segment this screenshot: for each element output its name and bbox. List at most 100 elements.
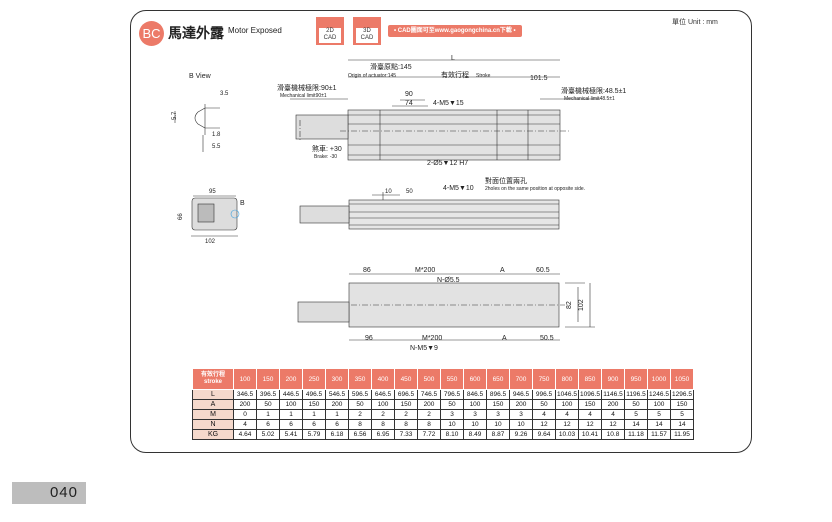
- table-cell: 14: [624, 419, 648, 430]
- content-panel: [130, 10, 752, 453]
- dim-m200-top: M*200: [415, 267, 435, 274]
- cad-2d-label: 2D: [326, 28, 334, 34]
- table-cell: 50: [532, 399, 556, 410]
- table-cell: 5: [624, 409, 648, 420]
- table-cell: 3: [440, 409, 464, 420]
- table-cell: 10: [440, 419, 464, 430]
- table-cell: 5: [647, 409, 671, 420]
- table-cell: 8: [371, 419, 395, 430]
- table-cell: 6: [279, 419, 303, 430]
- brake-en: Brake: -30: [314, 154, 337, 160]
- table-cell: 7.33: [394, 429, 418, 440]
- side-view: 10 50 4-M5▼10 對面位置兩孔 2holes on the same …: [299, 176, 585, 230]
- table-cell: 3: [463, 409, 487, 420]
- dim-m200-bottom: M*200: [422, 335, 442, 342]
- stroke-column-header: 450: [394, 368, 418, 390]
- table-cell: 100: [371, 399, 395, 410]
- table-cell: 10.41: [578, 429, 602, 440]
- table-cell: 7.72: [417, 429, 441, 440]
- stroke-column-header: 1000: [647, 368, 671, 390]
- dim-96: 96: [365, 335, 373, 342]
- table-cell: 50: [624, 399, 648, 410]
- stroke-column-header: 700: [509, 368, 533, 390]
- pin-holes: 2-Ø5▼12 H7: [427, 160, 468, 167]
- table-cell: 1196.5: [624, 389, 648, 400]
- stroke-column-header: 550: [440, 368, 464, 390]
- table-cell: 2: [371, 409, 395, 420]
- table-cell: 996.5: [532, 389, 556, 400]
- table-cell: 4.64: [233, 429, 257, 440]
- table-cell: 1: [279, 409, 303, 420]
- table-cell: 12: [601, 419, 625, 430]
- table-cell: 10.8: [601, 429, 625, 440]
- stroke-column-header: 900: [601, 368, 625, 390]
- stroke-column-header: 200: [279, 368, 303, 390]
- dim-10: 10: [385, 189, 392, 195]
- table-cell: 50: [256, 399, 280, 410]
- table-cell: 946.5: [509, 389, 533, 400]
- table-cell: 8: [417, 419, 441, 430]
- cad-2d-sub: CAD: [323, 35, 337, 41]
- row-label: L: [192, 389, 234, 400]
- b-view-detail: B View 3.5 5.7 1.8 5.5: [172, 73, 229, 152]
- table-cell: 1096.5: [578, 389, 602, 400]
- origin-cn: 滑臺原點:145: [370, 62, 412, 71]
- b-view-label: B View: [189, 73, 212, 80]
- dim-5-5: 5.5: [212, 144, 221, 150]
- dim-5-7: 5.7: [172, 111, 178, 120]
- row-label: N: [192, 419, 234, 430]
- table-cell: 10.03: [555, 429, 579, 440]
- opposite-holes-cn: 對面位置兩孔: [485, 176, 527, 185]
- stroke-column-header: 650: [486, 368, 510, 390]
- dim-86: 86: [363, 267, 371, 274]
- table-cell: 1046.5: [555, 389, 579, 400]
- origin-en: Origin of actuator:145: [348, 73, 396, 79]
- dim-102-side: 102: [578, 299, 585, 311]
- table-cell: 8: [348, 419, 372, 430]
- table-cell: 200: [325, 399, 349, 410]
- table-cell: 1146.5: [601, 389, 625, 400]
- stroke-column-header: 250: [302, 368, 326, 390]
- n-5-5-holes: N-Ø5.5: [437, 277, 460, 284]
- table-cell: 12: [555, 419, 579, 430]
- table-cell: 150: [394, 399, 418, 410]
- cad-download-link[interactable]: • CAD圖面可至www.gaogongchina.cn下載 •: [388, 25, 522, 37]
- table-cell: 0: [233, 409, 257, 420]
- section-badge: BC: [139, 21, 164, 46]
- stroke-column-header: 100: [233, 368, 257, 390]
- table-cell: 4: [555, 409, 579, 420]
- table-cell: 1246.5: [647, 389, 671, 400]
- table-cell: 6: [325, 419, 349, 430]
- dim-95: 95: [209, 189, 216, 195]
- table-cell: 8.10: [440, 429, 464, 440]
- dim-1-8: 1.8: [212, 132, 221, 138]
- table-cell: 200: [601, 399, 625, 410]
- bottom-view: 86 M*200 A 60.5 N-Ø5.5 82 102 96 M*200 A…: [297, 267, 595, 352]
- table-cell: 5: [670, 409, 694, 420]
- table-cell: 9.64: [532, 429, 556, 440]
- table-cell: 346.5: [233, 389, 257, 400]
- table-cell: 100: [647, 399, 671, 410]
- stroke-column-header: 750: [532, 368, 556, 390]
- table-cell: 14: [647, 419, 671, 430]
- row-label: M: [192, 409, 234, 420]
- table-cell: 11.18: [624, 429, 648, 440]
- end-view: 95 66 102 B: [178, 189, 245, 245]
- stroke-column-header: 850: [578, 368, 602, 390]
- table-cell: 5.02: [256, 429, 280, 440]
- table-cell: 200: [509, 399, 533, 410]
- page-number: 040: [12, 482, 86, 504]
- table-cell: 12: [532, 419, 556, 430]
- table-cell: 3: [486, 409, 510, 420]
- stroke-column-header: 300: [325, 368, 349, 390]
- stroke-en: Stroke: [476, 73, 491, 79]
- cad-3d-label: 3D: [363, 28, 371, 34]
- table-cell: 200: [233, 399, 257, 410]
- table-cell: 2: [348, 409, 372, 420]
